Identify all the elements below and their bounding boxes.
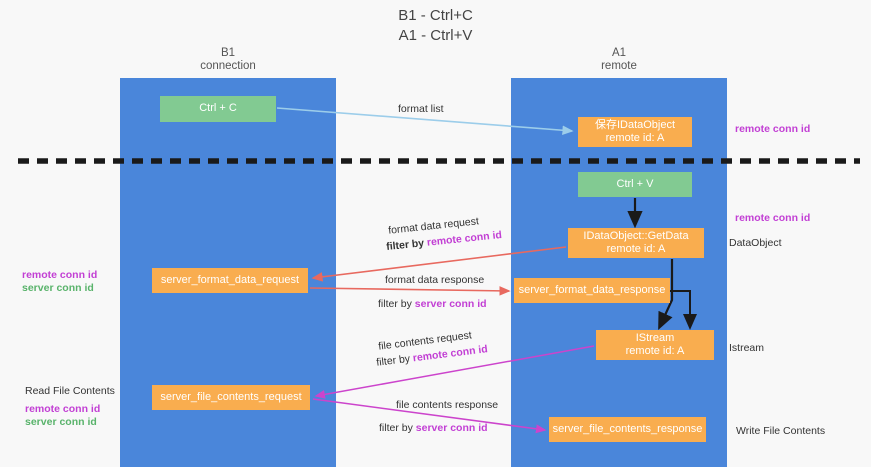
lane-header-a1-name: A1 (611, 47, 627, 59)
node-ctrl-c-label: Ctrl + C (199, 102, 237, 115)
node-ctrl-c[interactable]: Ctrl + C (160, 96, 276, 122)
node-istream-line1: IStream (635, 331, 675, 344)
arrow-format-data-response (309, 286, 511, 296)
node-save-idataobject-line1: 保存IDataObject (594, 118, 676, 131)
node-save-idataobject-line2: remote id: A (605, 132, 665, 144)
title-line-2: A1 - Ctrl+V (398, 27, 473, 44)
edge-label-format-data-response-filter: filter by server conn id (378, 297, 487, 311)
annotation-right-remote-conn-id-top: remote conn id (735, 123, 811, 135)
node-save-idataobject-label: 保存IDataObject remote id: A (595, 119, 675, 146)
filter-prefix: filter by (385, 236, 428, 254)
edge-label-file-contents-response-text: file contents response (396, 399, 499, 411)
annotation-left-remote-conn-id-mid: remote conn id (22, 269, 98, 281)
lane-header-b1-sub: connection (200, 60, 256, 72)
edge-label-format-list: format list (398, 102, 444, 116)
edge-label-format-data-response-text: format data response (385, 274, 485, 286)
filter-prefix: filter by (379, 422, 416, 434)
annotation-left-read-file-contents: Read File Contents (25, 385, 115, 397)
edge-label-file-contents-response-filter: filter by server conn id (379, 421, 488, 435)
filter-key-server-conn-id: server conn id (414, 298, 487, 310)
annotation-right-remote-conn-id-mid: remote conn id (735, 212, 811, 224)
annotation-right-istream: Istream (729, 342, 765, 354)
edge-label-file-contents-response: file contents response (396, 398, 498, 412)
node-idataobject-getdata-line1: IDataObject::GetData (583, 229, 689, 242)
annotation-left-server-conn-id-bottom: server conn id (25, 416, 97, 428)
title-line-1: B1 - Ctrl+C (398, 7, 473, 24)
node-idataobject-getdata-line2: remote id: A (606, 243, 666, 255)
filter-key-server-conn-id: server conn id (415, 422, 488, 434)
node-server-format-data-request-label: server_format_data_request (160, 273, 300, 286)
node-server-file-contents-request-label: server_file_contents_request (160, 390, 302, 403)
node-server-format-data-request[interactable]: server_format_data_request (152, 268, 308, 293)
filter-prefix: filter by (375, 352, 414, 369)
node-save-idataobject[interactable]: 保存IDataObject remote id: A (578, 117, 692, 147)
node-server-file-contents-response[interactable]: server_file_contents_response (549, 417, 706, 442)
node-istream[interactable]: IStream remote id: A (596, 330, 714, 360)
annotation-left-remote-conn-id-bottom: remote conn id (25, 403, 101, 415)
lane-header-a1-sub: remote (601, 60, 637, 72)
annotation-right-dataobject: DataObject (729, 237, 782, 249)
lane-header-b1-name: B1 (220, 47, 236, 59)
node-ctrl-v[interactable]: Ctrl + V (578, 172, 692, 197)
node-idataobject-getdata[interactable]: IDataObject::GetData remote id: A (568, 228, 704, 258)
node-ctrl-v-label: Ctrl + V (616, 177, 654, 190)
lane-header-a1: A1 remote (511, 47, 727, 73)
node-server-file-contents-request[interactable]: server_file_contents_request (152, 385, 310, 410)
node-server-format-data-response-label: server_format_data_response (518, 283, 666, 296)
node-server-format-data-response[interactable]: server_format_data_response (514, 278, 670, 303)
node-server-file-contents-response-label: server_file_contents_response (552, 422, 703, 435)
edge-label-format-list-text: format list (398, 103, 444, 115)
annotation-left-server-conn-id-mid: server conn id (22, 282, 94, 294)
lane-header-b1: B1 connection (120, 47, 336, 73)
node-idataobject-getdata-label: IDataObject::GetData remote id: A (583, 230, 688, 257)
filter-prefix: filter by (378, 298, 415, 310)
annotation-right-write-file-contents: Write File Contents (736, 425, 826, 437)
node-istream-label: IStream remote id: A (626, 332, 685, 359)
node-istream-line2: remote id: A (625, 345, 685, 357)
diagram-title: B1 - Ctrl+C A1 - Ctrl+V (0, 6, 871, 46)
edge-label-format-data-response: format data response (385, 273, 484, 287)
